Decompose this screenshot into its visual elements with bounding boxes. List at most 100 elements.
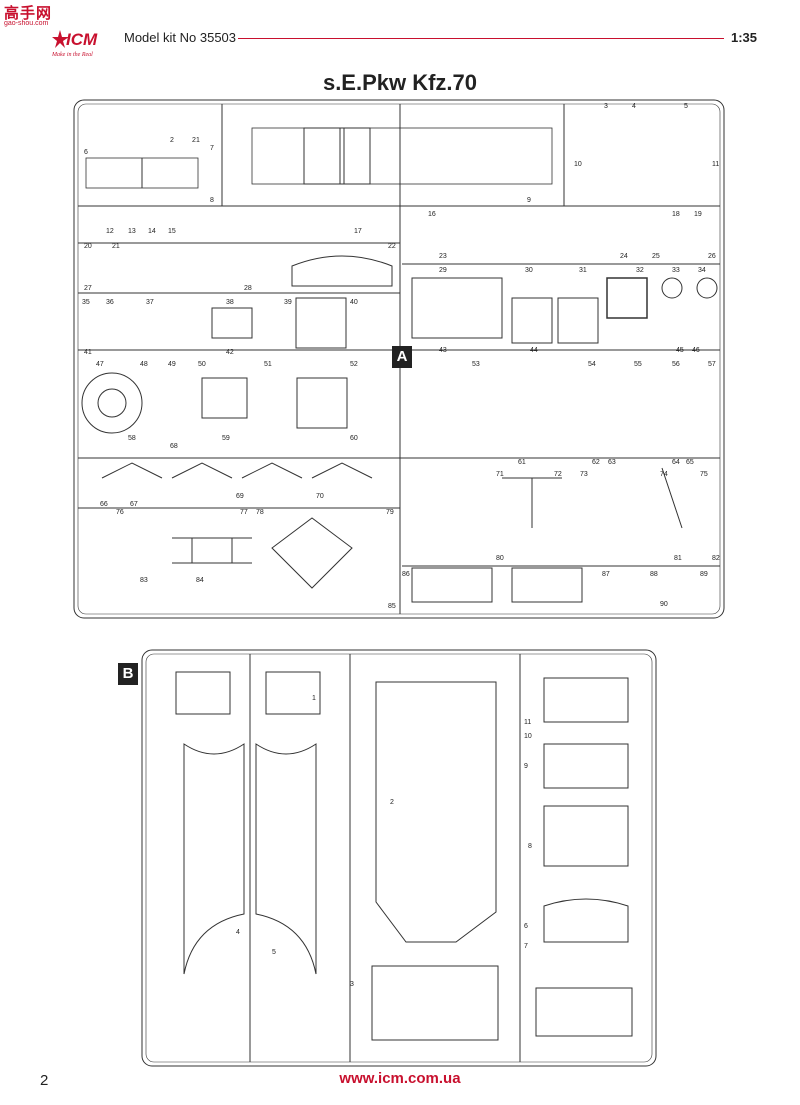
svg-text:52: 52 — [350, 361, 358, 368]
svg-text:60: 60 — [350, 435, 358, 442]
svg-text:80: 80 — [496, 555, 504, 562]
page-number: 2 — [40, 1072, 49, 1089]
svg-text:29: 29 — [439, 267, 447, 274]
svg-text:72: 72 — [554, 471, 562, 478]
svg-text:2: 2 — [192, 137, 196, 144]
watermark-logo: 高手网 gao-shou.com ICM Make in the Real — [4, 2, 124, 64]
watermark-text: 高手网 — [4, 4, 53, 22]
svg-text:58: 58 — [128, 435, 136, 442]
svg-text:21: 21 — [112, 243, 120, 250]
svg-text:78: 78 — [256, 509, 264, 516]
svg-text:36: 36 — [106, 299, 114, 306]
svg-text:84: 84 — [196, 577, 204, 584]
svg-text:17: 17 — [354, 228, 362, 235]
sprue-a-label: A — [392, 346, 412, 368]
svg-text:38: 38 — [226, 299, 234, 306]
svg-text:10: 10 — [574, 161, 582, 168]
svg-text:83: 83 — [140, 577, 148, 584]
watermark-url: gao-shou.com — [4, 20, 49, 27]
svg-text:61: 61 — [518, 459, 526, 466]
svg-text:75: 75 — [700, 471, 708, 478]
svg-text:9: 9 — [527, 197, 531, 204]
svg-text:8: 8 — [210, 197, 214, 204]
svg-text:2: 2 — [170, 137, 174, 144]
page-header: 高手网 gao-shou.com ICM Make in the Real Mo… — [0, 0, 800, 70]
svg-text:30: 30 — [525, 267, 533, 274]
svg-text:22: 22 — [388, 243, 396, 250]
svg-text:11: 11 — [712, 161, 719, 168]
svg-text:31: 31 — [579, 267, 587, 274]
svg-text:76: 76 — [116, 509, 124, 516]
svg-text:49: 49 — [168, 361, 176, 368]
svg-text:71: 71 — [496, 471, 504, 478]
svg-text:69: 69 — [236, 493, 244, 500]
svg-text:62: 62 — [592, 459, 600, 466]
svg-text:10: 10 — [524, 733, 532, 740]
svg-text:27: 27 — [84, 285, 92, 292]
svg-text:79: 79 — [386, 509, 394, 516]
svg-text:88: 88 — [650, 571, 658, 578]
svg-text:9: 9 — [524, 763, 528, 770]
svg-text:39: 39 — [284, 299, 292, 306]
scale-label: 1:35 — [731, 30, 758, 45]
svg-text:18: 18 — [672, 211, 680, 218]
svg-text:66: 66 — [100, 501, 108, 508]
header-rule — [238, 38, 724, 39]
svg-text:70: 70 — [316, 493, 324, 500]
svg-text:1: 1 — [312, 695, 316, 702]
svg-text:19: 19 — [694, 211, 702, 218]
svg-text:24: 24 — [620, 253, 628, 260]
svg-text:42: 42 — [226, 349, 234, 356]
svg-text:4: 4 — [632, 103, 636, 110]
svg-text:87: 87 — [602, 571, 610, 578]
svg-text:44: 44 — [530, 347, 538, 354]
svg-text:73: 73 — [580, 471, 588, 478]
svg-text:59: 59 — [222, 435, 230, 442]
svg-text:55: 55 — [634, 361, 642, 368]
svg-text:74: 74 — [660, 471, 668, 478]
svg-text:32: 32 — [636, 267, 644, 274]
svg-text:85: 85 — [388, 603, 396, 610]
svg-text:28: 28 — [244, 285, 252, 292]
svg-text:81: 81 — [674, 555, 682, 562]
svg-text:3: 3 — [350, 981, 354, 988]
svg-text:40: 40 — [350, 299, 358, 306]
sprue-b-label: B — [118, 663, 138, 685]
svg-text:14: 14 — [148, 228, 156, 235]
brand-name: ICM — [66, 30, 98, 49]
svg-text:67: 67 — [130, 501, 138, 508]
svg-text:46: 46 — [692, 347, 700, 354]
svg-text:13: 13 — [128, 228, 136, 235]
svg-text:77: 77 — [240, 509, 248, 516]
svg-text:6: 6 — [524, 923, 528, 930]
svg-text:4: 4 — [236, 929, 240, 936]
svg-text:35: 35 — [82, 299, 90, 306]
svg-text:47: 47 — [96, 361, 104, 368]
svg-text:41: 41 — [84, 349, 92, 356]
svg-text:48: 48 — [140, 361, 148, 368]
svg-text:50: 50 — [198, 361, 206, 368]
svg-text:5: 5 — [684, 103, 688, 110]
svg-text:2: 2 — [390, 799, 394, 806]
svg-text:54: 54 — [588, 361, 596, 368]
svg-text:33: 33 — [672, 267, 680, 274]
svg-text:5: 5 — [272, 949, 276, 956]
svg-text:8: 8 — [528, 843, 532, 850]
svg-text:65: 65 — [686, 459, 694, 466]
svg-text:25: 25 — [652, 253, 660, 260]
svg-text:15: 15 — [168, 228, 176, 235]
kit-number: Model kit No 35503 — [124, 30, 237, 45]
svg-text:56: 56 — [672, 361, 680, 368]
footer-website-link[interactable]: www.icm.com.ua — [339, 1070, 461, 1087]
svg-text:89: 89 — [700, 571, 708, 578]
brand-tagline: Make in the Real — [52, 52, 93, 58]
svg-text:7: 7 — [524, 943, 528, 950]
svg-text:43: 43 — [439, 347, 447, 354]
svg-text:12: 12 — [106, 228, 114, 235]
svg-text:11: 11 — [524, 719, 531, 726]
svg-text:1: 1 — [196, 137, 200, 144]
svg-text:68: 68 — [170, 443, 178, 450]
svg-text:53: 53 — [472, 361, 480, 368]
svg-text:45: 45 — [676, 347, 684, 354]
svg-text:26: 26 — [708, 253, 716, 260]
